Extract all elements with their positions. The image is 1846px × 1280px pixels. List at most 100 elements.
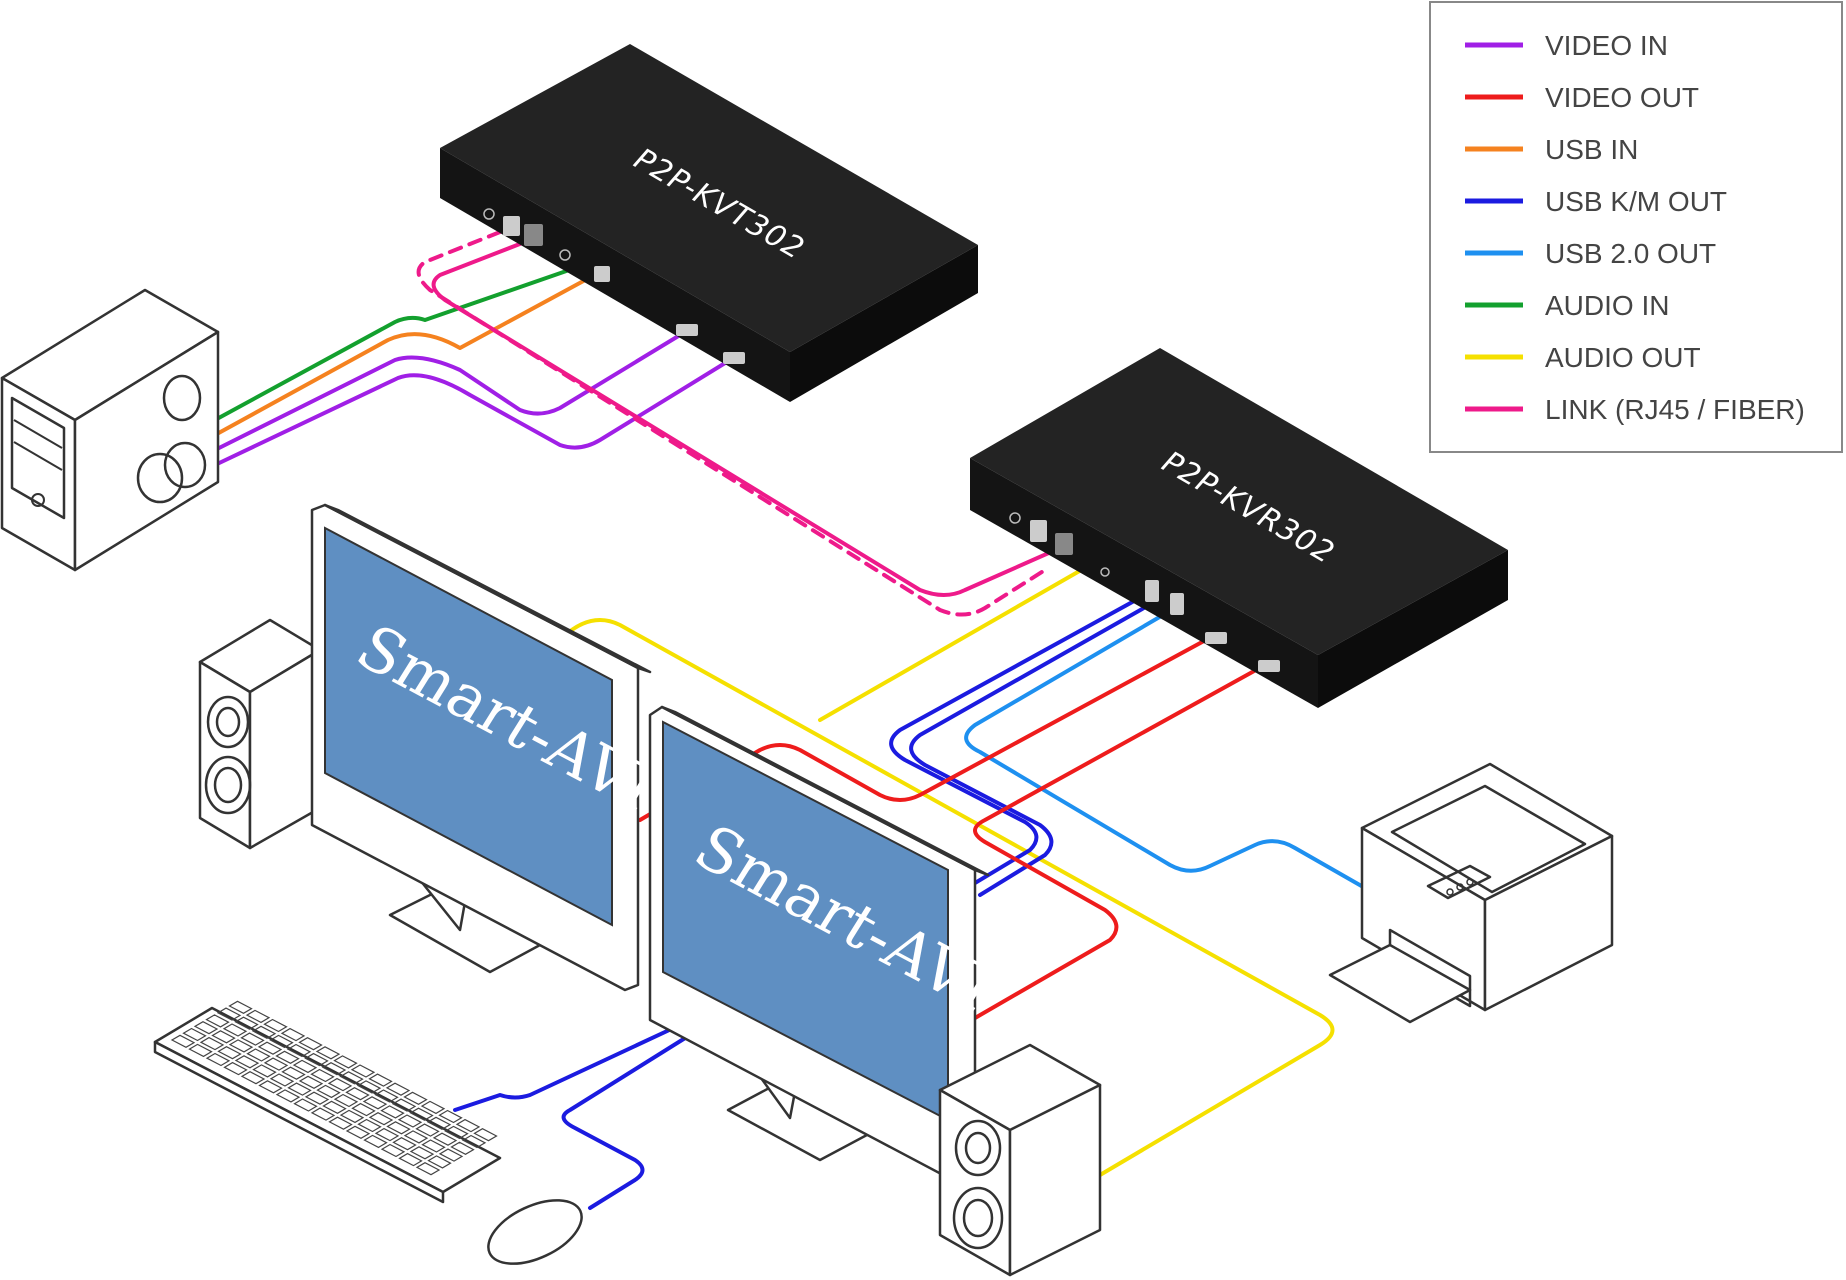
keyboard-key xyxy=(245,1009,271,1024)
legend-label: AUDIO OUT xyxy=(1545,342,1701,373)
usb-km-out-keyboard xyxy=(453,1023,682,1112)
link-cable-solid xyxy=(431,238,1062,597)
keyboard-key xyxy=(350,1064,376,1078)
keyboard-key xyxy=(251,1025,277,1039)
keyboard-key xyxy=(298,1037,323,1051)
keyboard-key xyxy=(258,1080,283,1094)
legend-item: VIDEO IN xyxy=(1465,30,1668,61)
keyboard-key xyxy=(286,1043,312,1058)
legend-box xyxy=(1429,1,1843,453)
keyboard-key xyxy=(228,1039,254,1053)
pc-power-button xyxy=(31,493,45,507)
keyboard-key xyxy=(426,1116,452,1130)
legend-item: VIDEO OUT xyxy=(1465,82,1699,113)
audio-out-cable-2 xyxy=(558,618,1335,1177)
usb-km-out-mouse xyxy=(561,1033,692,1210)
video-in-cable-1 xyxy=(213,330,687,452)
legend-label: AUDIO IN xyxy=(1545,290,1669,321)
keyboard-key xyxy=(246,1048,271,1062)
keyboard-key xyxy=(450,1141,475,1155)
keyboard-key xyxy=(315,1046,341,1060)
keyboard-key xyxy=(397,1114,423,1128)
keyboard-key xyxy=(269,1073,295,1087)
keyboard-key xyxy=(257,1041,283,1055)
keyboard-key xyxy=(427,1155,452,1169)
keyboard-key xyxy=(392,1137,417,1151)
keyboard-key xyxy=(420,1100,446,1115)
video-out-cable-2 xyxy=(973,663,1267,1020)
right-speaker xyxy=(938,1043,1102,1277)
pc-tower xyxy=(0,288,220,572)
audio-in-cable xyxy=(213,266,577,422)
keyboard-key xyxy=(328,1116,353,1130)
mouse xyxy=(487,1199,583,1265)
keyboard-key xyxy=(327,1077,353,1092)
keyboard-key xyxy=(170,1034,196,1048)
keyboard-key xyxy=(298,1075,324,1089)
keyboard-key xyxy=(374,1127,400,1142)
keyboard-key xyxy=(455,1118,481,1133)
usb20-out-cable xyxy=(964,606,1367,890)
keyboard-key xyxy=(356,1080,382,1094)
legend-label: VIDEO OUT xyxy=(1545,82,1699,113)
keyboard-key xyxy=(205,1052,231,1067)
receiver-device: P2P-KVR302 xyxy=(970,348,1508,708)
transmitter-ports xyxy=(483,208,745,364)
video-out-cable-1 xyxy=(638,633,1217,822)
keyboard-key xyxy=(292,1059,318,1074)
keyboard-key xyxy=(281,1066,306,1080)
cables xyxy=(213,230,1367,1210)
keyboard-key xyxy=(391,1098,417,1112)
keyboard-key xyxy=(409,1146,435,1160)
keyboard-key xyxy=(415,1123,440,1137)
keyboard-key xyxy=(322,1100,347,1114)
keyboard-key xyxy=(228,1000,253,1014)
legend-item: USB K/M OUT xyxy=(1465,186,1727,217)
keyboard-key xyxy=(193,1021,219,1035)
printer xyxy=(1328,762,1614,1024)
keyboard-key xyxy=(199,1036,225,1051)
keyboard-key xyxy=(293,1098,318,1112)
keyboard-key xyxy=(280,1027,306,1042)
keyboard-key xyxy=(269,1034,294,1049)
keyboard-key xyxy=(438,1148,464,1162)
keyboard-key xyxy=(444,1125,469,1140)
link-cable-dashed xyxy=(416,230,1047,617)
keyboard-key xyxy=(310,1107,336,1121)
keyboard-key xyxy=(304,1091,330,1105)
keyboard-key xyxy=(374,1089,399,1103)
keyboard-key xyxy=(316,1084,341,1099)
keyboard-key xyxy=(275,1089,301,1103)
keyboard-key xyxy=(287,1082,312,1096)
right-monitor: Smart-AVI xyxy=(648,705,1007,1187)
keyboard-key xyxy=(234,1016,259,1030)
keyboard-key xyxy=(321,1062,347,1076)
legend-label: USB K/M OUT xyxy=(1545,186,1727,217)
keyboard-key xyxy=(357,1118,382,1133)
legend-item: AUDIO OUT xyxy=(1465,342,1701,373)
legend-label: USB IN xyxy=(1545,134,1638,165)
keyboard-key xyxy=(398,1152,423,1167)
keyboard-key xyxy=(333,1055,358,1069)
keyboard-key xyxy=(368,1073,393,1087)
transmitter-device: P2P-KVT302 xyxy=(440,44,978,402)
keyboard-key xyxy=(263,1057,289,1071)
legend-item: AUDIO IN xyxy=(1465,290,1669,321)
keyboard-key xyxy=(182,1027,207,1042)
keyboard-keys xyxy=(170,1000,498,1176)
legend-label: LINK (RJ45 / FIBER) xyxy=(1545,394,1805,425)
keyboard-key xyxy=(438,1109,463,1124)
keyboard-key xyxy=(216,1007,242,1021)
keyboard-key xyxy=(421,1139,446,1153)
keyboard-key xyxy=(363,1134,388,1149)
receiver-ports xyxy=(1009,512,1280,672)
keyboard-key xyxy=(461,1134,487,1149)
keyboard-key xyxy=(351,1102,376,1117)
keyboard-key xyxy=(275,1050,300,1064)
keyboard-key xyxy=(211,1030,236,1044)
keyboard-key xyxy=(386,1121,411,1135)
left-speaker xyxy=(198,618,322,850)
keyboard-key xyxy=(432,1132,458,1146)
keyboard-key xyxy=(252,1064,277,1078)
